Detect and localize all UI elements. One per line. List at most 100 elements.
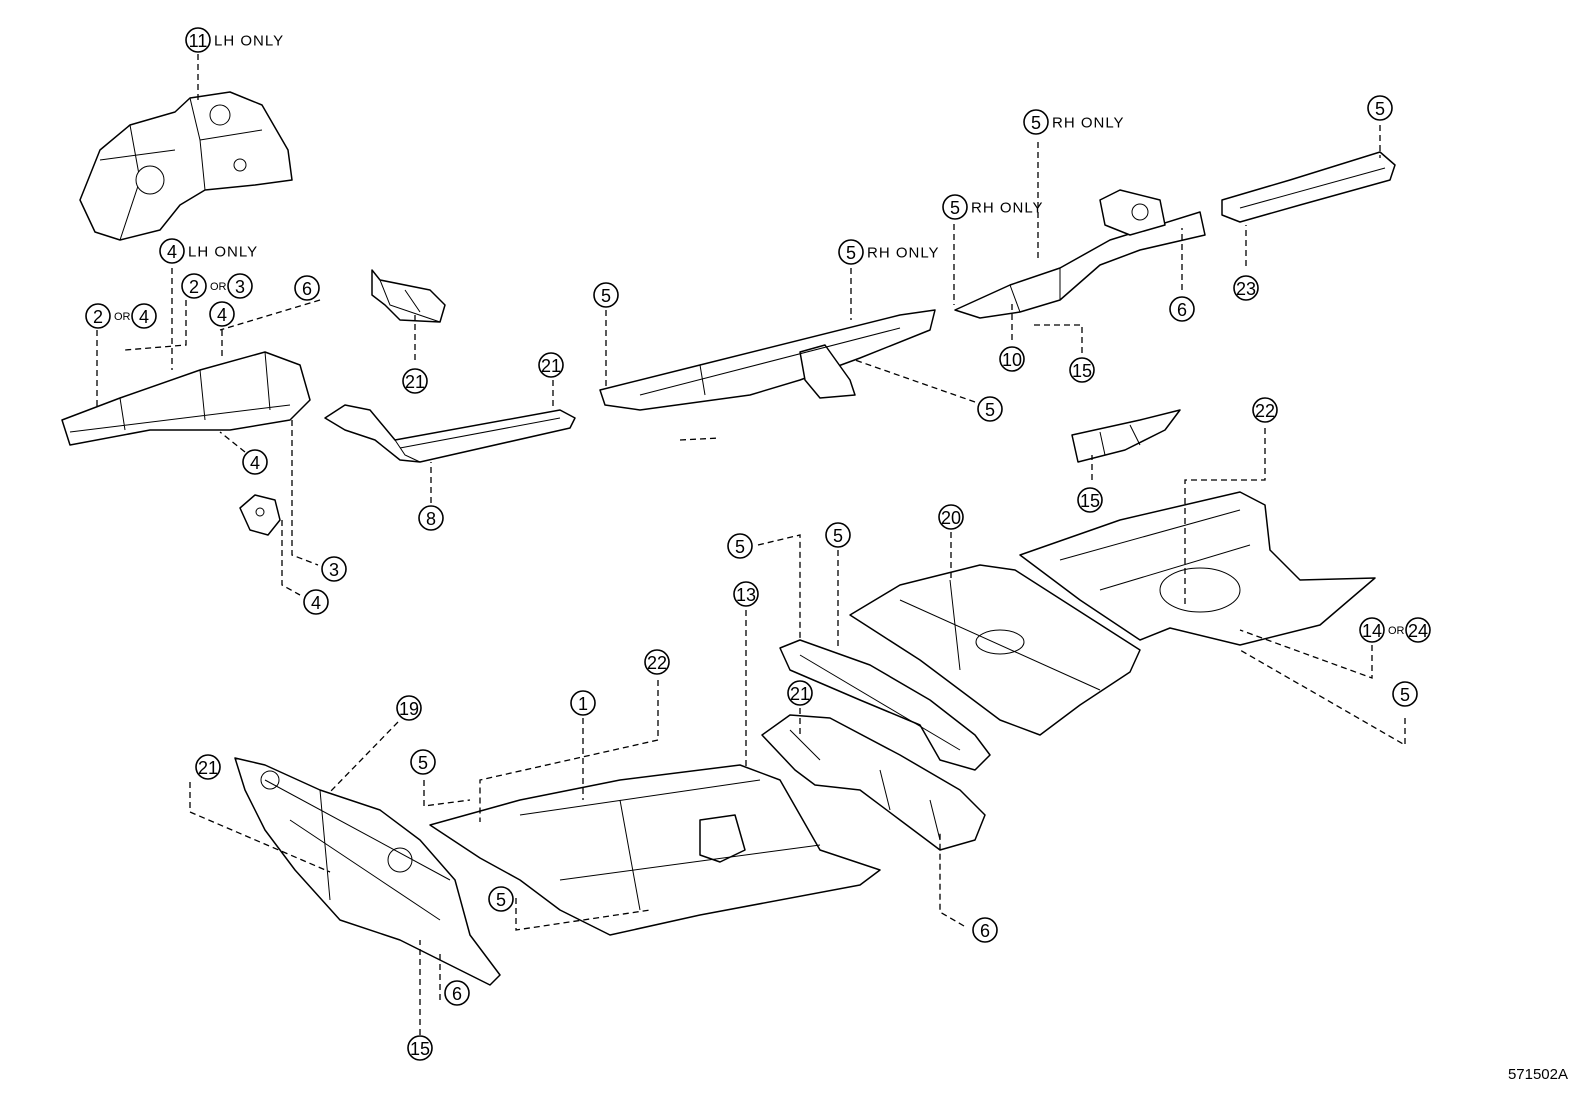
callout-circle (733, 581, 759, 607)
callout-circle (303, 589, 329, 615)
callout-circle (488, 886, 514, 912)
callout-c21b: 21 (538, 352, 564, 378)
part-floor-crossmember-front (779, 639, 991, 771)
callout-circle (1023, 109, 1049, 135)
callout-c5a: 5 (593, 282, 619, 308)
callout-circle (159, 238, 185, 264)
callout-number: 1 (578, 694, 588, 714)
figure-code-label: 571502A (1507, 1066, 1568, 1083)
callout-circle (321, 556, 347, 582)
callout-number: 4 (217, 305, 227, 325)
callout-or-label: OR (114, 311, 131, 323)
callout-c4b: 4 (242, 449, 268, 475)
callout-circle (825, 522, 851, 548)
callout-c13: 13 (733, 581, 759, 607)
callout-number: 21 (790, 684, 810, 704)
callout-c20: 20 (938, 504, 964, 530)
callout-c6b: 6 (1169, 296, 1195, 322)
callout-number: 5 (1375, 99, 1385, 119)
callout-note: LH ONLY (214, 33, 284, 50)
callout-number: 21 (198, 758, 218, 778)
callout-number: 5 (846, 243, 856, 263)
callout-number-alt: 3 (235, 277, 245, 297)
callout-circle (838, 239, 864, 265)
callout-c4a: 4 (209, 301, 235, 327)
callout-c5d: 5 (727, 533, 753, 559)
callout-c15b: 15 (1077, 487, 1103, 513)
callout-number: 6 (1177, 300, 1187, 320)
callout-number-alt: 4 (139, 307, 149, 327)
callout-circle (294, 275, 320, 301)
callout-number: 5 (601, 286, 611, 306)
callout-circle (593, 282, 619, 308)
callout-circle (402, 368, 428, 394)
callout-c5h: 5 (488, 886, 514, 912)
part-floor-cross-member (599, 309, 936, 411)
part-rear-extension (1221, 151, 1396, 223)
callout-circle (418, 505, 444, 531)
callout-number: 5 (735, 537, 745, 557)
callout-number: 2 (189, 277, 199, 297)
callout-c3: 3 (321, 556, 347, 582)
callout-number: 5 (418, 753, 428, 773)
callout-circle (977, 396, 1003, 422)
callout-circle (195, 754, 221, 780)
callout-number-alt: 24 (1408, 621, 1428, 641)
part-shapes (61, 91, 1396, 986)
part-front-side-member (61, 351, 311, 446)
callout-number: 5 (985, 400, 995, 420)
callout-c5c: 5 (1367, 95, 1393, 121)
callout-number: 5 (833, 526, 843, 546)
callout-c2or3: 2 OR 3 (181, 273, 253, 299)
callout-circle-alt (131, 303, 157, 329)
callout-circle (1069, 357, 1095, 383)
callout-circle (999, 346, 1025, 372)
callout-c19: 19 (396, 695, 422, 721)
callout-number: 10 (1002, 350, 1022, 370)
callout-c23: 23 (1233, 275, 1259, 301)
callout-c4c: 4 (303, 589, 329, 615)
part-rear-floor-pan (1019, 491, 1376, 646)
leader-lines (96, 54, 1406, 1045)
callout-number: 3 (329, 560, 339, 580)
callout-number: 23 (1236, 279, 1256, 299)
callout-c15c: 15 (407, 1035, 433, 1061)
callout-number: 4 (311, 593, 321, 613)
callout-c6a: 6 (294, 275, 320, 301)
callout-circle (1252, 397, 1278, 423)
callout-circle (444, 980, 470, 1006)
callout-number: 22 (647, 653, 667, 673)
callout-number: 11 (189, 31, 208, 51)
callout-c21c: 21 (787, 680, 813, 706)
callout-circle (570, 690, 596, 716)
callout-circle (407, 1035, 433, 1061)
callout-c22a: 22 (1252, 397, 1278, 423)
callout-circle (85, 303, 111, 329)
callout-c11: 11 LH ONLY (185, 27, 284, 53)
callout-circle (1359, 617, 1385, 643)
callout-number: 15 (1080, 491, 1100, 511)
callout-circle (209, 301, 235, 327)
callout-circle-alt (227, 273, 253, 299)
callout-number: 6 (302, 279, 312, 299)
callout-number: 21 (405, 372, 425, 392)
callout-circle (242, 449, 268, 475)
part-dash-panel (234, 757, 501, 986)
callout-number: 13 (736, 585, 756, 605)
callout-c21a: 21 (402, 368, 428, 394)
callout-circle (1077, 487, 1103, 513)
callout-circle (1233, 275, 1259, 301)
callout-number: 5 (1400, 685, 1410, 705)
callout-circle-alt (1405, 617, 1431, 643)
callout-number: 22 (1255, 401, 1275, 421)
callout-c5b: 5 (977, 396, 1003, 422)
callout-circle (538, 352, 564, 378)
callout-c6c: 6 (972, 917, 998, 943)
callout-c21d: 21 (195, 754, 221, 780)
callout-c8: 8 (418, 505, 444, 531)
callout-c6d: 6 (444, 980, 470, 1006)
callout-number: 5 (950, 198, 960, 218)
callout-or-label: OR (210, 281, 227, 293)
